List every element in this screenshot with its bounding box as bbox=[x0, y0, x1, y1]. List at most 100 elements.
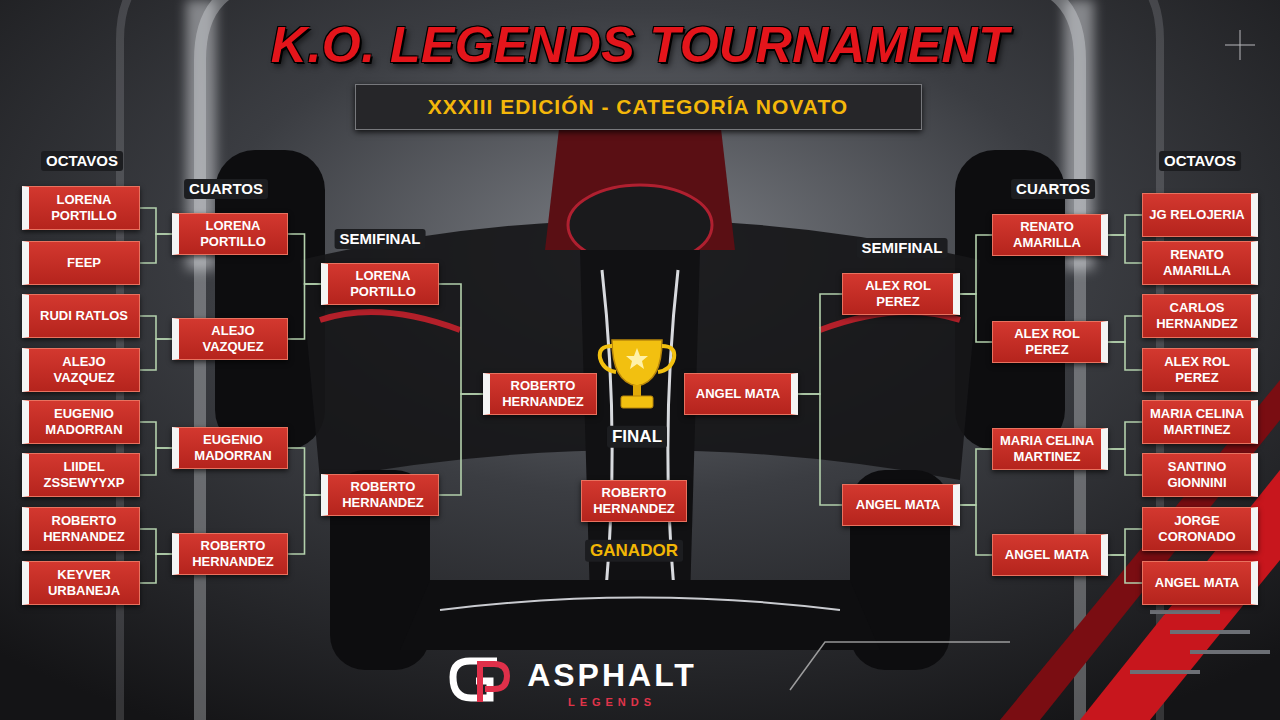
bracket-connector bbox=[140, 529, 172, 554]
name-text: XXXIII EDICIÓN - CATEGORÍA NOVATO bbox=[362, 94, 915, 119]
tunnel-arch bbox=[200, 0, 1080, 720]
quarterfinal-box: ANGEL MATA bbox=[992, 534, 1108, 576]
name-text: CARLOS HERNANDEZ bbox=[1149, 300, 1245, 331]
round-of-16-box: FEEP bbox=[22, 241, 140, 285]
bracket-connector bbox=[140, 448, 172, 475]
name-text: LORENA PORTILLO bbox=[35, 192, 133, 223]
car-nose bbox=[580, 250, 700, 600]
name-text: KEYVER URBANEJA bbox=[35, 567, 133, 598]
gp-logo bbox=[453, 661, 507, 702]
round-of-16-box: ALEJO VAZQUEZ bbox=[22, 348, 140, 392]
round-of-16-box: RENATO AMARILLA bbox=[1142, 241, 1258, 285]
lane-dashes bbox=[1130, 612, 1270, 672]
round-label: OCTAVOS bbox=[41, 151, 123, 171]
bracket-connector bbox=[1108, 449, 1142, 475]
bracket-connector bbox=[140, 208, 172, 234]
name-text: RUDI RATLOS bbox=[35, 308, 133, 324]
name-text: ROBERTO HERNANDEZ bbox=[588, 485, 680, 516]
finalist-box: ROBERTO HERNANDEZ bbox=[483, 373, 597, 415]
name-text: ROBERTO HERNANDEZ bbox=[35, 513, 133, 544]
frame-line bbox=[790, 642, 1010, 690]
round-of-16-box: MARIA CELINA MARTINEZ bbox=[1142, 400, 1258, 444]
name-text: JORGE CORONADO bbox=[1149, 513, 1245, 544]
finalist-box: ANGEL MATA bbox=[684, 373, 798, 415]
round-label: FINAL bbox=[607, 426, 667, 448]
bracket-connector bbox=[288, 284, 321, 339]
bracket-connector bbox=[798, 394, 842, 505]
name-text: ANGEL MATA bbox=[691, 386, 785, 402]
name-text: ANGEL MATA bbox=[849, 497, 947, 513]
logo-subtext: LEGENDS bbox=[568, 696, 656, 709]
name-text: EUGENIO MADORRAN bbox=[185, 432, 281, 463]
bracket-connector bbox=[960, 235, 992, 294]
bracket-connector bbox=[960, 449, 992, 505]
round-of-16-box: ROBERTO HERNANDEZ bbox=[22, 507, 140, 551]
name-text: LORENA PORTILLO bbox=[185, 218, 281, 249]
name-text: MARIA CELINA MARTINEZ bbox=[1149, 406, 1245, 437]
trophy-icon bbox=[600, 340, 675, 408]
name-text: FEEP bbox=[35, 255, 133, 271]
quarterfinal-box: RENATO AMARILLA bbox=[992, 214, 1108, 256]
round-of-16-box: SANTINO GIONNINI bbox=[1142, 453, 1258, 497]
car-stripe bbox=[440, 598, 840, 611]
round-label: SEMIFINAL bbox=[335, 229, 426, 249]
logo-text: ASPHALT bbox=[527, 656, 697, 694]
bracket-connector bbox=[140, 422, 172, 448]
bracket-connector bbox=[798, 294, 842, 394]
name-text: ALEX ROL PEREZ bbox=[999, 326, 1095, 357]
bracket-connector bbox=[1108, 316, 1142, 342]
round-of-16-box: CARLOS HERNANDEZ bbox=[1142, 294, 1258, 338]
round-of-16-box: KEYVER URBANEJA bbox=[22, 561, 140, 605]
round-of-16-box: ANGEL MATA bbox=[1142, 561, 1258, 605]
bracket-connector bbox=[140, 234, 172, 263]
winner-box: ROBERTO HERNANDEZ bbox=[581, 480, 687, 522]
name-text: LIIDEL ZSSEWYYXP bbox=[35, 459, 133, 490]
name-text: LORENA PORTILLO bbox=[334, 268, 432, 299]
bracket-connector bbox=[960, 505, 992, 555]
name-text: JG RELOJERIA bbox=[1149, 207, 1245, 223]
quarterfinal-box: ALEX ROL PEREZ bbox=[992, 321, 1108, 363]
bracket-connector bbox=[288, 495, 321, 554]
winner-label: GANADOR bbox=[585, 540, 683, 562]
bracket-connector bbox=[1108, 555, 1142, 583]
name-text: ANGEL MATA bbox=[999, 547, 1095, 563]
bracket-connector bbox=[1108, 235, 1142, 263]
semifinal-box: ALEX ROL PEREZ bbox=[842, 273, 960, 315]
bracket-connector bbox=[140, 554, 172, 583]
name-text: ANGEL MATA bbox=[1149, 575, 1245, 591]
edition-banner: XXXIII EDICIÓN - CATEGORÍA NOVATO bbox=[355, 84, 922, 130]
crosshair bbox=[1225, 30, 1255, 60]
round-label: SEMIFINAL bbox=[857, 238, 948, 258]
round-of-16-box: ALEX ROL PEREZ bbox=[1142, 348, 1258, 392]
name-text: ALEJO VAZQUEZ bbox=[185, 323, 281, 354]
car-accent bbox=[320, 312, 460, 330]
name-text: ALEJO VAZQUEZ bbox=[35, 354, 133, 385]
name-text: RENATO AMARILLA bbox=[999, 219, 1095, 250]
round-of-16-box: JG RELOJERIA bbox=[1142, 193, 1258, 237]
quarterfinal-box: ALEJO VAZQUEZ bbox=[172, 318, 288, 360]
name-text: ROBERTO HERNANDEZ bbox=[185, 538, 281, 569]
quarterfinal-box: LORENA PORTILLO bbox=[172, 213, 288, 255]
name-text: ALEX ROL PEREZ bbox=[849, 278, 947, 309]
name-text: SANTINO GIONNINI bbox=[1149, 459, 1245, 490]
round-of-16-box: LORENA PORTILLO bbox=[22, 186, 140, 230]
bracket-connector bbox=[1108, 529, 1142, 555]
semifinal-box: ROBERTO HERNANDEZ bbox=[321, 474, 439, 516]
bracket-connector bbox=[140, 339, 172, 370]
tunnel-arch bbox=[120, 0, 1160, 720]
round-of-16-box: JORGE CORONADO bbox=[1142, 507, 1258, 551]
round-of-16-box: RUDI RATLOS bbox=[22, 294, 140, 338]
quarterfinal-box: ROBERTO HERNANDEZ bbox=[172, 533, 288, 575]
semifinal-box: LORENA PORTILLO bbox=[321, 263, 439, 305]
bracket-connector bbox=[1108, 422, 1142, 449]
front-wing bbox=[400, 580, 880, 650]
bracket-connector bbox=[1108, 215, 1142, 235]
round-of-16-box: EUGENIO MADORRAN bbox=[22, 400, 140, 444]
bracket-connector bbox=[439, 394, 483, 495]
bracket-connector bbox=[288, 234, 321, 284]
round-label: OCTAVOS bbox=[1159, 151, 1241, 171]
bracket-connector bbox=[140, 316, 172, 339]
bracket-connector bbox=[1108, 342, 1142, 370]
